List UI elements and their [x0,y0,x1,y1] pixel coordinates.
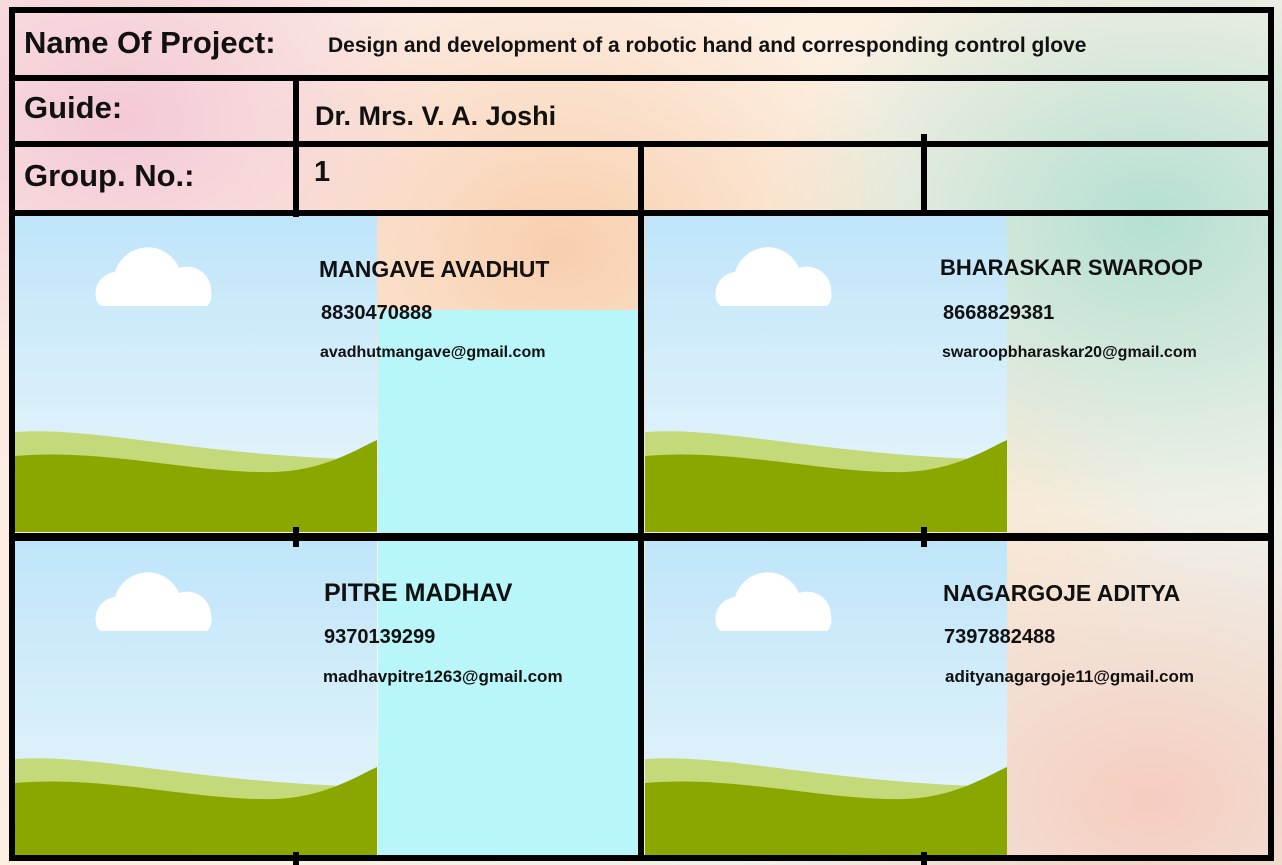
column-divider [921,527,927,547]
member-email: madhavpitre1263@gmail.com [323,667,563,686]
member-photo-2 [645,216,1007,532]
cyan-panel [378,310,639,538]
member-email: swaroopbharaskar20@gmail.com [942,344,1197,361]
column-divider [293,75,299,217]
group-label: Group. No.: [24,158,195,193]
image-placeholder-icon [15,541,377,859]
column-divider [921,134,927,216]
member-name: PITRE MADHAV [324,579,513,607]
member-phone: 8668829381 [943,302,1055,324]
project-value: Design and development of a robotic hand… [328,34,1087,57]
guide-value: Dr. Mrs. V. A. Joshi [315,101,557,131]
member-photo-1 [15,216,377,532]
member-email: avadhutmangave@gmail.com [320,344,546,361]
member-name: MANGAVE AVADHUT [319,256,550,282]
image-placeholder-icon [15,216,377,532]
column-divider [921,852,927,865]
member-name: NAGARGOJE ADITYA [943,580,1181,606]
member-phone: 8830470888 [321,302,433,324]
member-phone: 7397882488 [944,626,1056,648]
row-divider [9,75,1274,81]
member-phone: 9370139299 [324,626,436,648]
image-placeholder-icon [645,216,1007,532]
member-name: BHARASKAR SWAROOP [940,255,1203,280]
member-email: adityanagargoje11@gmail.com [945,667,1194,686]
column-divider [293,527,299,547]
guide-label: Guide: [24,90,123,125]
member-photo-3 [15,541,377,859]
project-label: Name Of Project: [24,25,276,60]
column-divider [293,852,299,865]
group-value: 1 [314,156,331,188]
image-placeholder-icon [645,541,1007,859]
column-divider [638,141,644,861]
member-photo-4 [645,541,1007,859]
cyan-panel [378,541,639,859]
